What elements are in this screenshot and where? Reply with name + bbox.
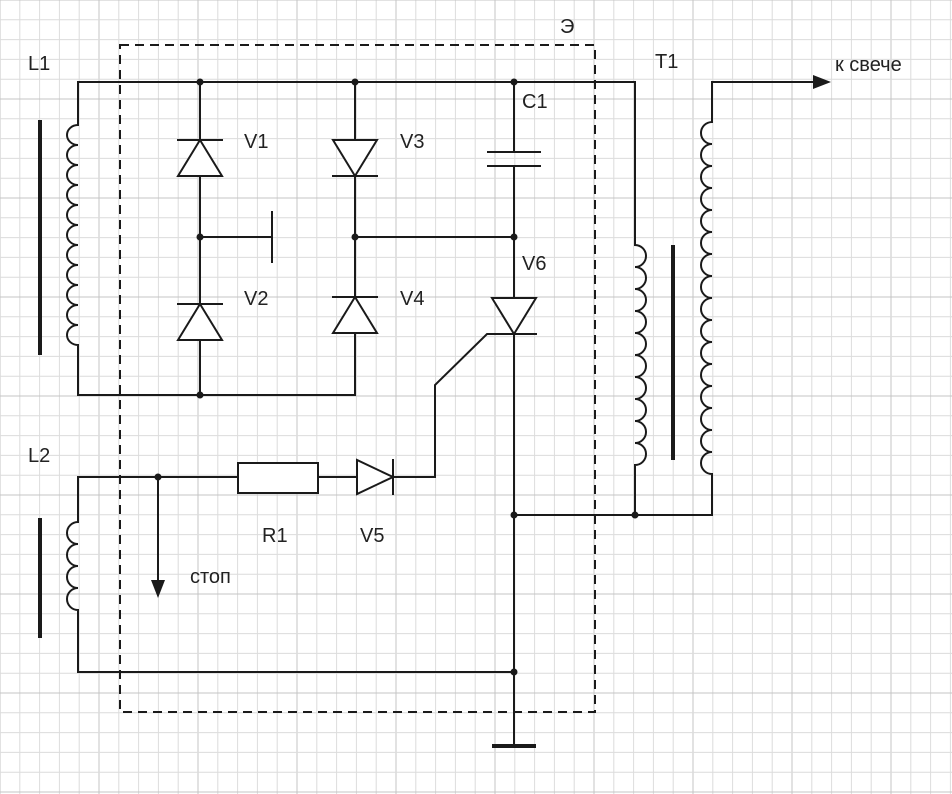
thyristor-V6 <box>434 297 538 746</box>
thyristor-gate-wire <box>434 333 515 478</box>
spark-output-arrow <box>711 75 831 123</box>
label-V6: V6 <box>522 253 546 275</box>
junction-node <box>631 511 639 519</box>
label-C1: C1 <box>522 91 548 113</box>
wire-t1-return <box>513 477 713 516</box>
junction-node <box>351 233 359 241</box>
junction-node <box>196 233 204 241</box>
junction-node <box>196 391 204 399</box>
label-L1: L1 <box>28 53 50 75</box>
label-R1: R1 <box>262 525 288 547</box>
junction-node <box>196 78 204 86</box>
junction-node <box>510 78 518 86</box>
junction-node <box>510 233 518 241</box>
module-boundary <box>119 44 596 713</box>
diode-V2 <box>176 302 224 341</box>
wire-top <box>77 81 636 246</box>
diode-V4 <box>331 295 379 334</box>
label-V4: V4 <box>400 288 424 310</box>
diode-V1 <box>176 138 224 177</box>
label-V5: V5 <box>360 525 384 547</box>
capacitor-C1 <box>487 81 541 299</box>
coil-L2 <box>38 476 79 673</box>
diode-V3 <box>331 139 379 178</box>
label-V1: V1 <box>244 131 268 153</box>
junction-node <box>510 511 518 519</box>
resistor-R1 <box>237 462 319 494</box>
junction-node <box>154 473 162 481</box>
junction-nodes <box>154 78 639 676</box>
diode-V5 <box>356 458 396 496</box>
label-spark-plug: к свече <box>835 54 902 76</box>
label-T1: T1 <box>655 51 678 73</box>
label-L2: L2 <box>28 445 50 467</box>
junction-node <box>510 668 518 676</box>
label-stop: стоп <box>190 566 231 588</box>
label-V3: V3 <box>400 131 424 153</box>
coil-L1 <box>38 81 79 396</box>
transformer-T1 <box>633 120 714 479</box>
label-module: Э <box>560 16 574 38</box>
stop-arrow <box>151 476 165 598</box>
label-V2: V2 <box>244 288 268 310</box>
junction-node <box>351 78 359 86</box>
